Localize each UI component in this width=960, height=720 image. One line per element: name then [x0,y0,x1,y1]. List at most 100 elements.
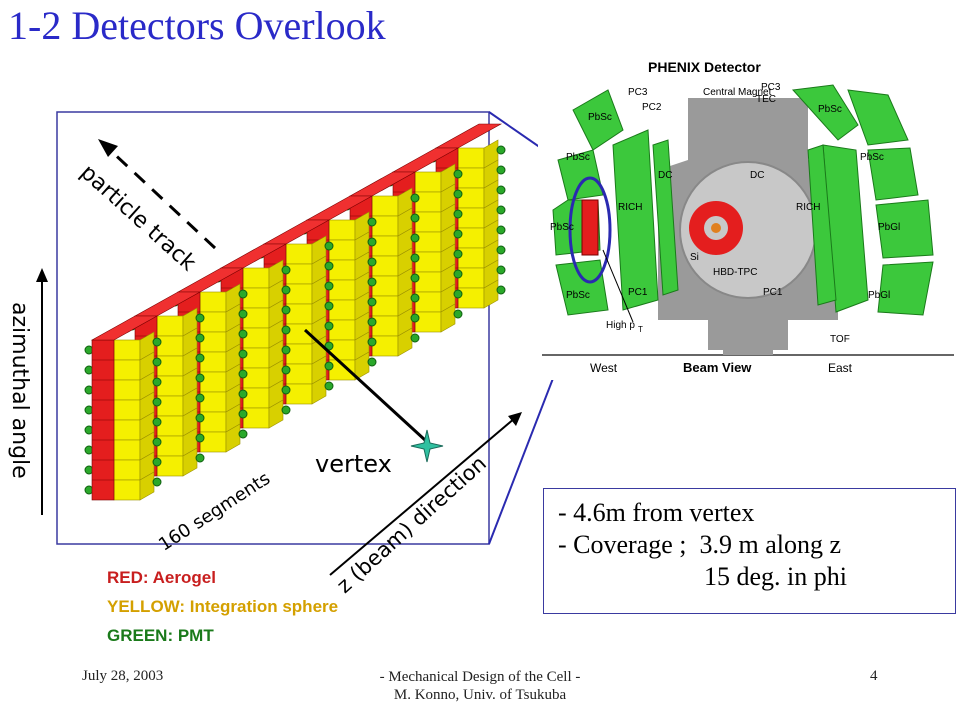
integration-sphere-cell [113,339,141,361]
pmt-cell [195,333,205,343]
pmt-cell [453,309,463,319]
pmt-cell [238,409,248,419]
integration-sphere-cell [414,311,442,333]
integration-sphere-cell [414,231,442,253]
pmt-cell [453,289,463,299]
integration-sphere-side [483,279,499,309]
integration-sphere-cell [156,415,184,437]
pmt-cell [324,301,334,311]
particle-track-arrowhead [98,139,118,157]
pmt-cell [496,145,506,155]
integration-sphere-cell [457,287,485,309]
info-line-distance: - 4.6m from vertex [558,498,755,527]
label-pbsc-w4: PbSc [566,290,590,301]
pmt-cell [496,225,506,235]
vertex-line [303,328,427,442]
integration-sphere-cell [285,263,313,285]
integration-sphere-cell [457,207,485,229]
pmt-cell [367,277,377,287]
integration-sphere-cell [328,299,356,321]
pmt-cell [324,241,334,251]
pmt-cell [195,373,205,383]
pmt-cell [238,309,248,319]
west-pbsc-1 [572,89,624,151]
integration-sphere-cell [199,391,227,413]
pmt-cell [195,313,205,323]
pmt-cell [324,321,334,331]
footer-author: M. Konno, Univ. of Tsukuba [393,687,567,703]
label-pbsc-w2: PbSc [566,152,590,163]
aerogel-top [90,315,159,341]
integration-sphere-cell [242,327,270,349]
pmt-cell [496,165,506,175]
legend-pmt: GREEN: PMT [107,626,214,645]
pmt-cell [410,313,420,323]
pmt-cell [281,405,291,415]
footer-page-number: 4 [870,668,878,684]
illustration-frame [56,111,490,545]
label-pbsc-w1: PbSc [588,112,612,123]
integration-sphere-cell [199,311,227,333]
pmt-cell [195,433,205,443]
label-pc3-w: PC3 [628,87,648,98]
pmt-cell [152,337,162,347]
legend-aerogel: RED: Aerogel [107,568,216,587]
pmt-cell [238,329,248,339]
integration-sphere-cell [328,219,356,241]
integration-sphere-cell [113,459,141,481]
integration-sphere-cell [113,379,141,401]
west-dc [652,139,679,296]
pmt-cell [410,233,420,243]
pmt-cell [367,357,377,367]
integration-sphere-cell [285,363,313,385]
pmt-cell [152,357,162,367]
info-line-phi: 15 deg. in phi [704,562,847,591]
integration-sphere-cell [457,267,485,289]
info-box: - 4.6m from vertex - Coverage ; 3.9 m al… [543,488,956,614]
integration-sphere-cell [457,147,485,169]
pmt-cell [281,285,291,295]
pmt-cell [281,265,291,275]
pmt-cell [238,429,248,439]
east-pbsc-2 [847,89,909,146]
label-pbgl-e1: PbGl [878,222,900,233]
integration-sphere-cell [156,355,184,377]
footer-center: - Mechanical Design of the Cell - M. Kon… [340,668,620,704]
page-title: 1-2 Detectors Overlook [8,3,386,48]
integration-sphere-cell [328,279,356,301]
pmt-cell [410,293,420,303]
integration-sphere-cell [199,331,227,353]
integration-sphere-cell [414,171,442,193]
label-tec: TEC [756,94,776,105]
integration-sphere-cell [371,215,399,237]
integration-sphere-cell [242,407,270,429]
integration-sphere-cell [156,455,184,477]
footer-date: July 28, 2003 [82,668,164,684]
integration-sphere-cell [328,239,356,261]
integration-sphere-cell [285,343,313,365]
integration-sphere-cell [242,267,270,289]
integration-sphere-cell [371,295,399,317]
integration-sphere-cell [156,375,184,397]
integration-sphere-cell [285,243,313,265]
label-pbsc-e2: PbSc [860,152,884,163]
label-rich-e: RICH [796,202,820,213]
pmt-cell [281,305,291,315]
integration-sphere-side [311,375,327,405]
pmt-cell [152,457,162,467]
pmt-cell [453,229,463,239]
vertex-label: vertex [315,450,392,478]
pmt-cell [281,345,291,355]
integration-sphere-side [182,447,198,477]
label-central-magnet: Central Magnet [703,87,772,98]
label-pbsc-e1: PbSc [818,104,842,115]
pmt-cell [324,361,334,371]
integration-sphere-cell [414,211,442,233]
z-arrowhead [508,412,522,426]
integration-sphere-side [225,423,241,453]
pmt-cell [367,217,377,227]
label-dc-e: DC [750,170,764,181]
pmt-cell [281,325,291,335]
integration-sphere-cell [242,387,270,409]
